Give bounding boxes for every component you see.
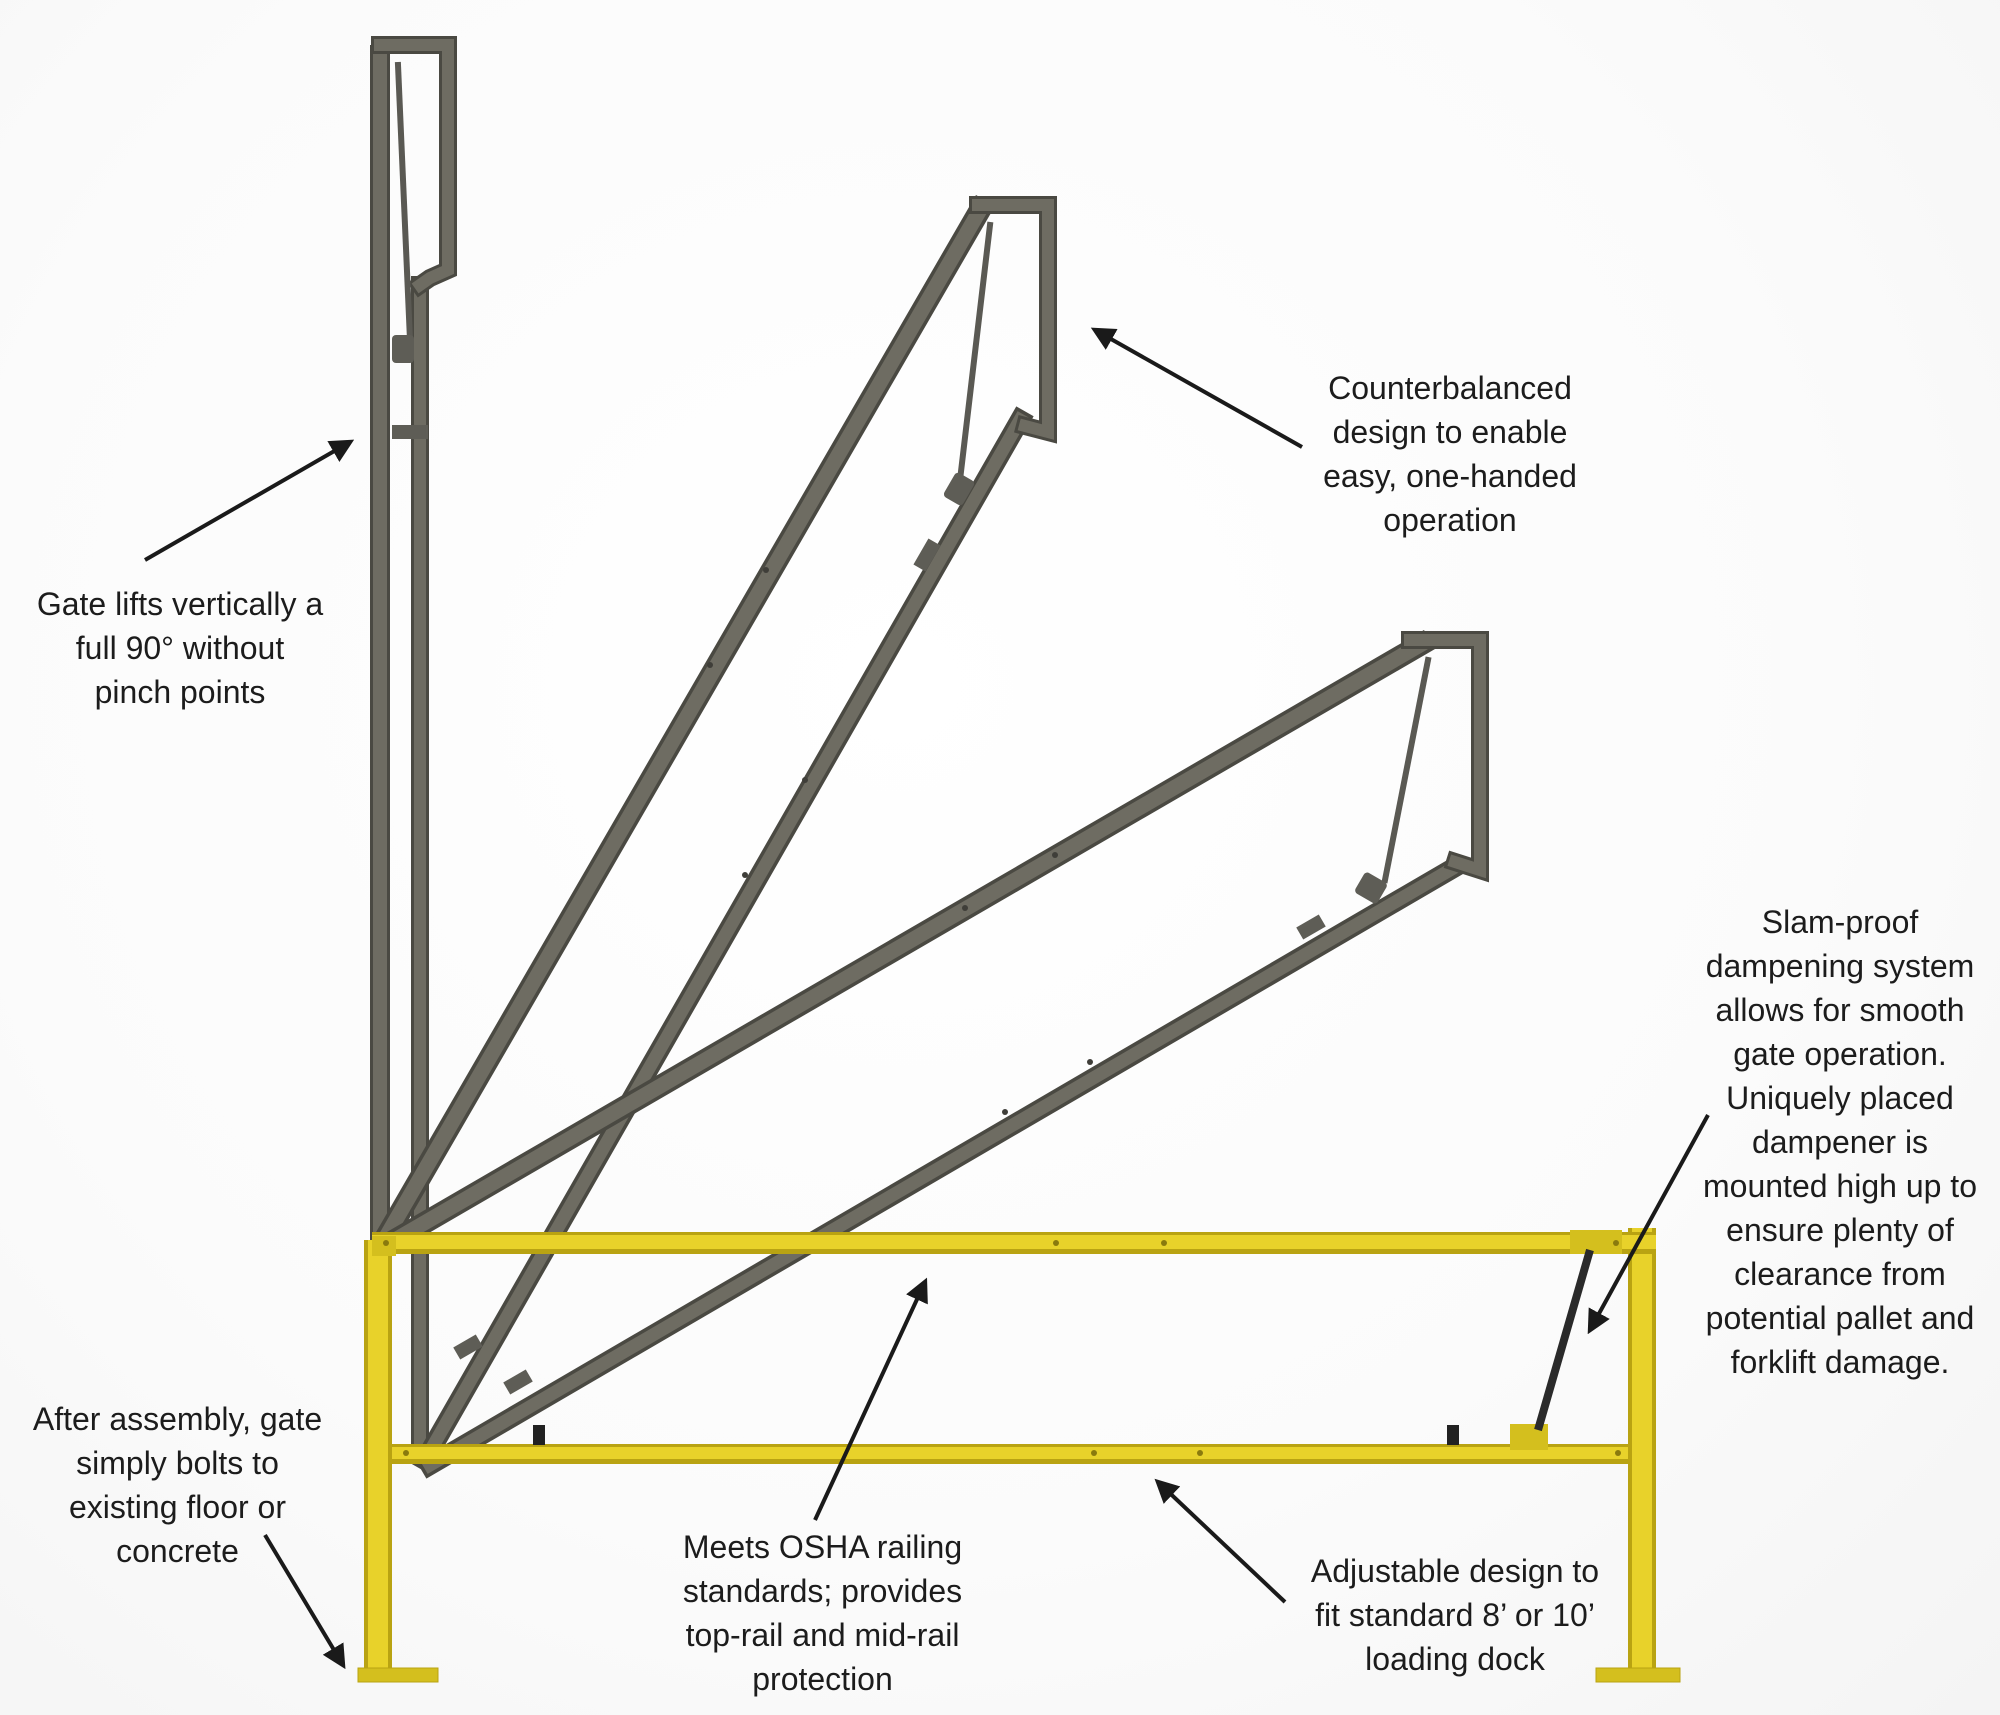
callout-line: gate operation.: [1733, 1036, 1947, 1072]
callout-line: concrete: [116, 1533, 239, 1569]
callout-line: standards; provides: [682, 1573, 963, 1609]
railing-frame: [357, 1228, 1681, 1683]
callout-counterbalanced: Counterbalanced design to enable easy, o…: [1290, 366, 1610, 542]
callout-bolts-to-floor: After assembly, gate simply bolts to exi…: [10, 1397, 345, 1573]
callout-line: Counterbalanced: [1328, 370, 1572, 406]
callout-line: forklift damage.: [1730, 1344, 1950, 1380]
callout-line: easy, one-handed: [1323, 458, 1577, 494]
callout-line: allows for smooth: [1715, 992, 1965, 1028]
arrow-vertical-lift: [144, 439, 355, 562]
arrow-adjustable: [1154, 1478, 1287, 1604]
callout-line: dampener is: [1751, 1124, 1929, 1160]
callout-line: dampening system: [1705, 948, 1975, 984]
callout-line: simply bolts to: [76, 1445, 279, 1481]
callout-line: full 90° without: [75, 630, 285, 666]
callout-line: loading dock: [1365, 1641, 1545, 1677]
callout-line: Adjustable design to: [1310, 1553, 1600, 1589]
callout-vertical-lift: Gate lifts vertically a full 90° without…: [20, 582, 340, 714]
arrow-counterbalanced: [1090, 327, 1303, 449]
callout-line: Meets OSHA railing: [682, 1529, 963, 1565]
callout-line: design to enable: [1332, 414, 1568, 450]
callout-line: potential pallet and: [1705, 1300, 1975, 1336]
callout-osha: Meets OSHA railing standards; provides t…: [660, 1525, 985, 1701]
callout-line: existing floor or: [69, 1489, 286, 1525]
arrow-bolts-to-floor: [263, 1533, 346, 1670]
callout-line: ensure plenty of: [1726, 1212, 1954, 1248]
callout-line: Gate lifts vertically a: [36, 586, 324, 622]
arrow-slam-proof: [1587, 1114, 1710, 1335]
callout-line: Slam-proof: [1761, 904, 1919, 940]
callout-line: mounted high up to: [1703, 1168, 1977, 1204]
callout-line: Uniquely placed: [1726, 1080, 1954, 1116]
callout-line: fit standard 8’ or 10’: [1315, 1597, 1595, 1633]
callout-line: protection: [752, 1661, 893, 1697]
callout-line: top-rail and mid-rail: [685, 1617, 960, 1653]
gate-mid-position: [374, 194, 1057, 1474]
callout-line: pinch points: [94, 674, 266, 710]
callout-line: clearance from: [1734, 1256, 1946, 1292]
arrow-osha: [813, 1277, 928, 1521]
callout-arrows: [144, 327, 1710, 1670]
gate-low-position: [379, 629, 1489, 1479]
gate-vertical-position: [370, 36, 457, 1450]
callout-line: operation: [1383, 502, 1517, 538]
callout-adjustable: Adjustable design to fit standard 8’ or …: [1285, 1549, 1625, 1681]
callout-slam-proof: Slam-proof dampening system allows for s…: [1680, 900, 2000, 1384]
callout-line: After assembly, gate: [32, 1401, 323, 1437]
